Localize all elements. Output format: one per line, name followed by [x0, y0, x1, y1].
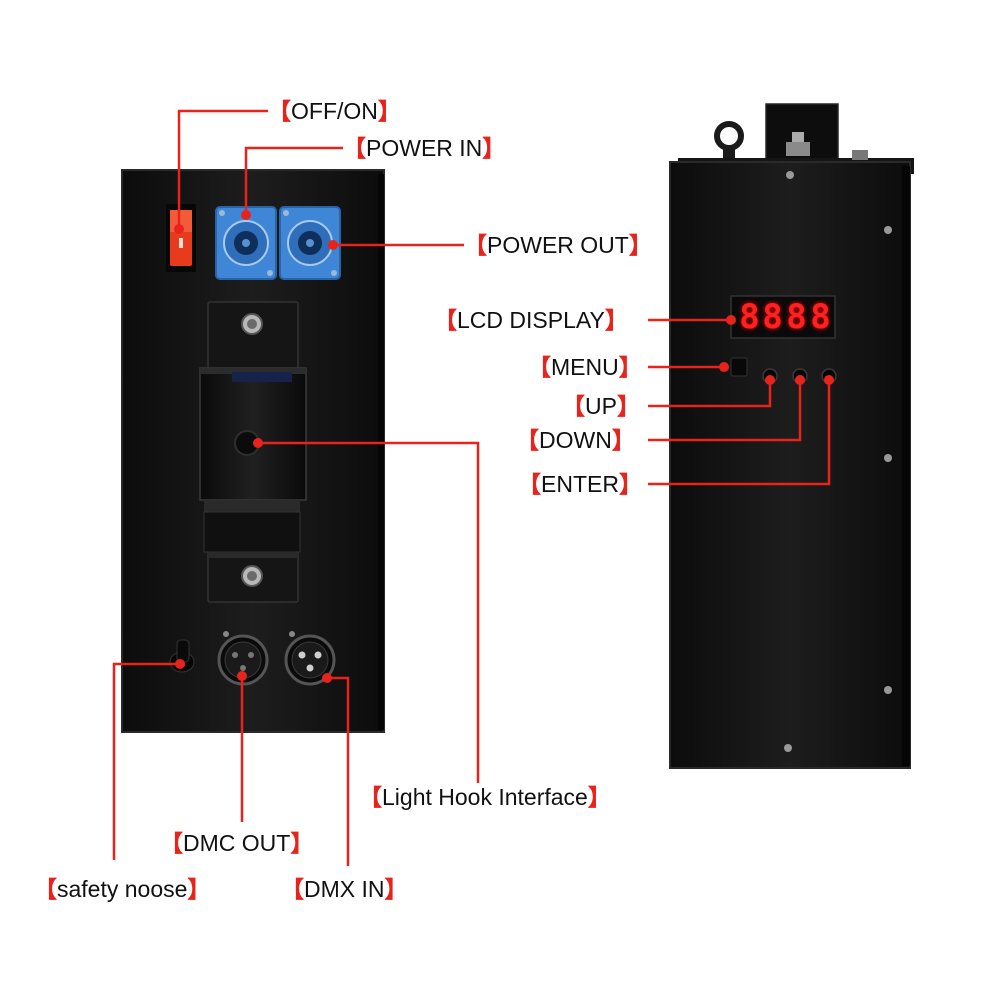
bracket-close: 】 [187, 876, 211, 902]
bracket-close: 】 [377, 98, 401, 124]
bracket-close: 】 [628, 232, 652, 258]
label-text: UP [585, 393, 617, 419]
leader-off-on [177, 109, 268, 229]
bracket-open: 【 [562, 393, 585, 419]
bracket-close: 】 [618, 471, 642, 497]
bracket-open: 【 [516, 427, 539, 453]
bracket-close: 】 [618, 354, 642, 380]
label-dmc-out: 【DMC OUT】 [160, 829, 313, 857]
right-unit-side-panel [669, 103, 914, 769]
label-text: MENU [551, 354, 619, 380]
label-text: ENTER [541, 471, 619, 497]
bracket-close: 】 [290, 830, 314, 856]
lcd-display-bezel [730, 295, 836, 339]
bracket-close: 】 [604, 307, 628, 333]
dmx-in-xlr-connector [284, 631, 336, 686]
label-text: LCD DISPLAY [457, 307, 605, 333]
bracket-open: 【 [464, 232, 487, 258]
bracket-open: 【 [518, 471, 541, 497]
bracket-open: 【 [160, 830, 183, 856]
label-up: 【UP】 [562, 392, 640, 420]
label-text: POWER OUT [487, 232, 629, 258]
label-text: OFF/ON [291, 98, 378, 124]
lcd-digit: 8 [762, 297, 783, 337]
label-safety-noose: 【safety noose】 [34, 875, 210, 903]
bracket-open: 【 [528, 354, 551, 380]
label-power-in: 【POWER IN】 [343, 134, 505, 162]
bracket-close: 】 [482, 135, 506, 161]
bracket-open: 【 [34, 876, 57, 902]
label-menu: 【MENU】 [528, 353, 642, 381]
label-text: Light Hook Interface [382, 784, 588, 810]
leader-up [648, 380, 772, 408]
bracket-open: 【 [343, 135, 366, 161]
label-text: DMX IN [304, 876, 385, 902]
label-power-out: 【POWER OUT】 [464, 231, 652, 259]
bracket-close: 】 [611, 427, 635, 453]
bracket-close: 】 [384, 876, 408, 902]
bracket-open: 【 [281, 876, 304, 902]
label-text: safety noose [57, 876, 188, 902]
leader-down [648, 380, 802, 442]
lcd-digit: 8 [786, 297, 807, 337]
lcd-digit: 8 [739, 297, 760, 337]
label-enter: 【ENTER】 [518, 470, 642, 498]
label-lcd-display: 【LCD DISPLAY】 [434, 306, 628, 334]
bracket-open: 【 [434, 307, 457, 333]
leader-safety-noose [112, 662, 180, 860]
leader-light-hook [258, 441, 480, 783]
bracket-close: 】 [616, 393, 640, 419]
label-light-hook-interface: 【Light Hook Interface】 [359, 783, 611, 811]
dmx-out-xlr-connector [217, 631, 269, 686]
leader-dots [174, 210, 834, 683]
powercon-out-connector [279, 206, 341, 280]
label-down: 【DOWN】 [516, 426, 635, 454]
bracket-open: 【 [359, 784, 382, 810]
light-hook-clamp [199, 301, 307, 603]
leader-enter [648, 380, 831, 486]
label-dmx-in: 【DMX IN】 [281, 875, 408, 903]
label-off-on: 【OFF/ON】 [268, 97, 401, 125]
lcd-digit: 8 [810, 297, 831, 337]
label-text: DMC OUT [183, 830, 291, 856]
leader-lines [112, 109, 831, 866]
label-text: POWER IN [366, 135, 483, 161]
menu-button[interactable] [730, 357, 748, 377]
bracket-open: 【 [268, 98, 291, 124]
leader-dmx-in [327, 676, 350, 866]
bracket-close: 】 [587, 784, 611, 810]
label-text: DOWN [539, 427, 612, 453]
leader-power-in [244, 146, 343, 215]
power-rocker-switch[interactable] [166, 204, 196, 272]
